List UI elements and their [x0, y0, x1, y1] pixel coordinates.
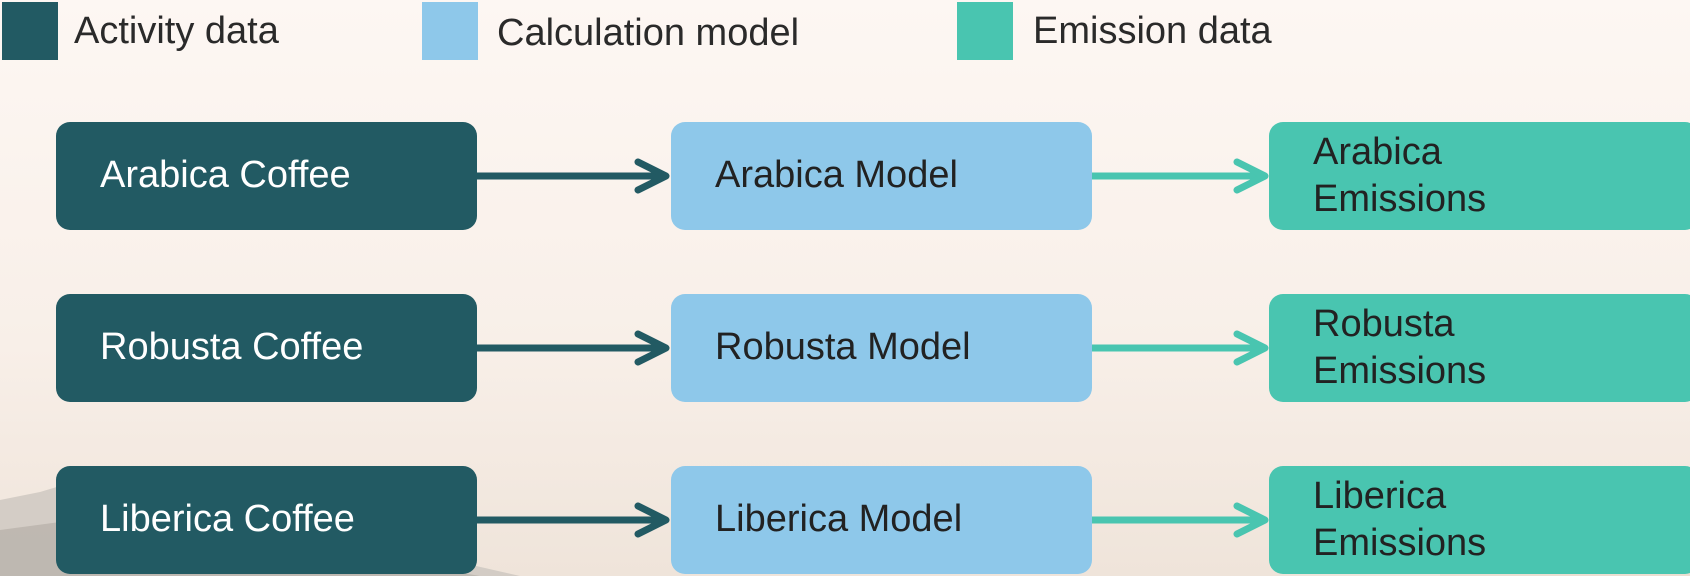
activity-node-robusta: Robusta Coffee [56, 294, 477, 402]
model-label-liberica: Liberica Model [715, 498, 963, 541]
legend-swatch-activity [2, 2, 58, 60]
legend-swatch-emission [957, 2, 1013, 60]
activity-node-liberica: Liberica Coffee [56, 466, 477, 574]
model-node-liberica: Liberica Model [671, 466, 1092, 574]
emission-node-liberica: Liberica Emissions [1269, 466, 1690, 574]
legend-label-calculation: Calculation model [497, 12, 800, 54]
activity-label-liberica: Liberica Coffee [100, 498, 355, 541]
legend-label-emission: Emission data [1033, 10, 1272, 52]
model-label-robusta: Robusta Model [715, 326, 971, 369]
legend-swatch-calculation [422, 2, 478, 60]
emission-label-arabica: Arabica Emissions [1313, 130, 1487, 221]
model-label-arabica: Arabica Model [715, 154, 958, 197]
emission-label-robusta: Robusta Emissions [1313, 302, 1487, 393]
legend-label-activity: Activity data [74, 10, 279, 52]
activity-node-arabica: Arabica Coffee [56, 122, 477, 230]
model-node-robusta: Robusta Model [671, 294, 1092, 402]
activity-label-robusta: Robusta Coffee [100, 326, 364, 369]
emission-node-arabica: Arabica Emissions [1269, 122, 1690, 230]
emission-label-liberica: Liberica Emissions [1313, 474, 1487, 565]
model-node-arabica: Arabica Model [671, 122, 1092, 230]
emission-node-robusta: Robusta Emissions [1269, 294, 1690, 402]
activity-label-arabica: Arabica Coffee [100, 154, 351, 197]
